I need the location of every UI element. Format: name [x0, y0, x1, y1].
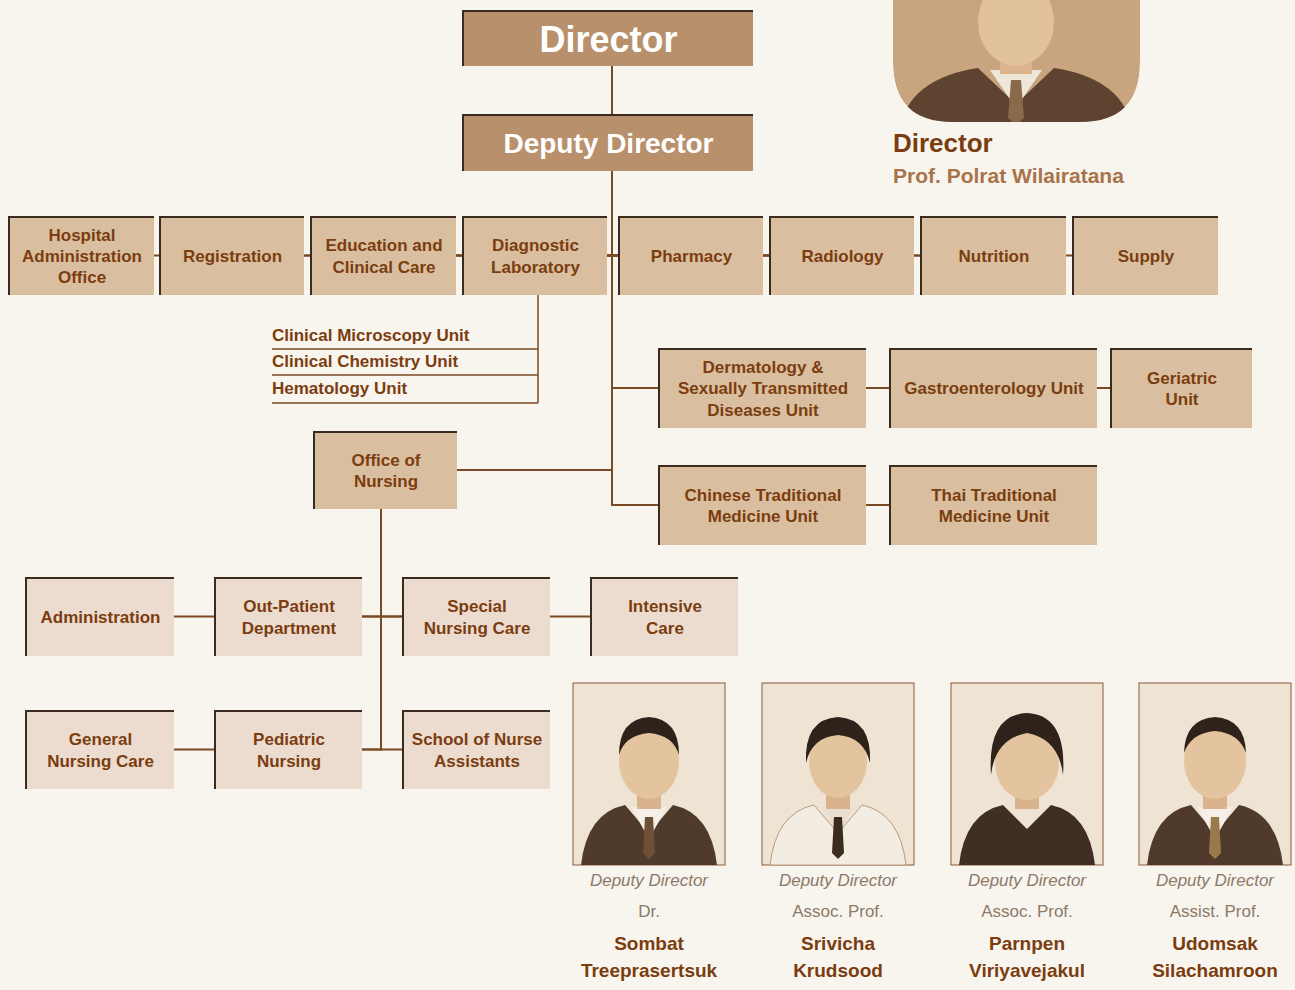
unit-box: Office of Nursing [313, 431, 457, 509]
unit-box: Radiology [769, 216, 914, 295]
person-name: Parnpen Viriyavejakul [947, 930, 1107, 984]
unit-box: Education and Clinical Care [310, 216, 456, 295]
unit-name: Clinical Chemistry Unit [272, 352, 534, 372]
unit-box: Hospital Administration Office [8, 216, 154, 295]
box-label: Geriatric Unit [1132, 368, 1232, 411]
unit-box: Thai Traditional Medicine Unit [889, 465, 1097, 545]
box-label: Nutrition [930, 246, 1058, 267]
hair [619, 717, 679, 755]
box-label: Thai Traditional Medicine Unit [903, 485, 1085, 528]
role-caption: Deputy Director [947, 871, 1107, 891]
unit-box: Administration [25, 577, 174, 656]
org-connector [362, 509, 381, 617]
leader-line [272, 348, 538, 350]
box-label: Chinese Traditional Medicine Unit [672, 485, 854, 528]
suit [1147, 805, 1283, 865]
deputy-photo [762, 683, 914, 865]
head [978, 0, 1054, 66]
box-label: Gastroenterology Unit [903, 378, 1085, 399]
unit-box: Gastroenterology Unit [889, 348, 1097, 428]
box-label: General Nursing Care [39, 729, 162, 772]
lab-leader-lines [272, 295, 538, 403]
unit-box: Diagnostic Laboratory [462, 216, 607, 295]
leader-line [272, 374, 538, 376]
unit-box: Out-Patient Department [214, 577, 362, 656]
unit-box: Chinese Traditional Medicine Unit [658, 465, 866, 545]
box-label: Pediatric Nursing [224, 729, 354, 772]
org-connector [381, 509, 402, 750]
unit-box: Geriatric Unit [1110, 348, 1252, 428]
box-label: Director [470, 17, 747, 62]
person-name: Srivicha Krudsood [758, 930, 918, 984]
box-label: Deputy Director [470, 126, 747, 161]
box-label: Office of Nursing [323, 450, 449, 493]
photo-frame [762, 683, 914, 865]
box-label: Registration [169, 246, 296, 267]
box-label: Diagnostic Laboratory [472, 235, 599, 278]
role-caption: Deputy Director [1135, 871, 1295, 891]
person-name: Sombat Treeprasertsuk [569, 930, 729, 984]
box-label: Hospital Administration Office [18, 225, 146, 289]
tie [1008, 80, 1024, 125]
unit-box: Supply [1072, 216, 1218, 295]
unit-box: Pediatric Nursing [214, 710, 362, 789]
jacket [959, 805, 1095, 865]
photo-frame [573, 683, 725, 865]
photo-frame [951, 683, 1103, 865]
org-connector [362, 509, 381, 750]
box-label: School of Nurse Assistants [408, 729, 546, 772]
org-connector [611, 66, 613, 114]
unit-name: Hematology Unit [272, 379, 534, 399]
org-connector [457, 171, 612, 470]
deputy-photo [573, 683, 725, 865]
box-label: Special Nursing Care [416, 596, 538, 639]
suit [581, 805, 717, 865]
tie [643, 817, 655, 859]
org-connector [381, 509, 402, 617]
person-name: Udomsak Silachamroon [1135, 930, 1295, 984]
box-label: Education and Clinical Care [320, 235, 448, 278]
unit-box: School of Nurse Assistants [402, 710, 550, 789]
title-box: Deputy Director [462, 114, 753, 171]
uniform [770, 805, 906, 865]
unit-box: Pharmacy [618, 216, 763, 295]
academic-title: Assoc. Prof. [947, 902, 1107, 922]
name-title: Director [893, 128, 1223, 159]
box-label: Radiology [779, 246, 906, 267]
leader-line [272, 402, 538, 404]
director-photo [893, 0, 1140, 125]
box-label: Administration [33, 607, 168, 628]
unit-box: Intensive Care [590, 577, 738, 656]
role-caption: Deputy Director [569, 871, 729, 891]
box-label: Supply [1082, 246, 1210, 267]
person-name: Prof. Polrat Wilairatana [893, 163, 1253, 188]
academic-title: Assist. Prof. [1135, 902, 1295, 922]
suit [900, 68, 1132, 125]
hair [1184, 717, 1246, 753]
deputy-photo [951, 683, 1103, 865]
hair [991, 713, 1064, 775]
unit-box: Special Nursing Care [402, 577, 550, 656]
box-label: Dermatology & Sexually Transmitted Disea… [672, 357, 854, 421]
unit-name: Clinical Microscopy Unit [272, 326, 534, 346]
box-label: Pharmacy [628, 246, 755, 267]
hair [806, 717, 870, 763]
photo-frame [1139, 683, 1291, 865]
role-caption: Deputy Director [758, 871, 918, 891]
unit-box: Nutrition [920, 216, 1066, 295]
title-box: Director [462, 10, 753, 66]
box-label: Intensive Care [608, 596, 722, 639]
unit-box: Registration [159, 216, 304, 295]
academic-title: Assoc. Prof. [758, 902, 918, 922]
deputy-photo [1139, 683, 1291, 865]
tie [832, 817, 844, 859]
unit-box: Dermatology & Sexually Transmitted Disea… [658, 348, 866, 428]
academic-title: Dr. [569, 902, 729, 922]
tie [1209, 817, 1221, 859]
unit-box: General Nursing Care [25, 710, 174, 789]
box-label: Out-Patient Department [224, 596, 354, 639]
